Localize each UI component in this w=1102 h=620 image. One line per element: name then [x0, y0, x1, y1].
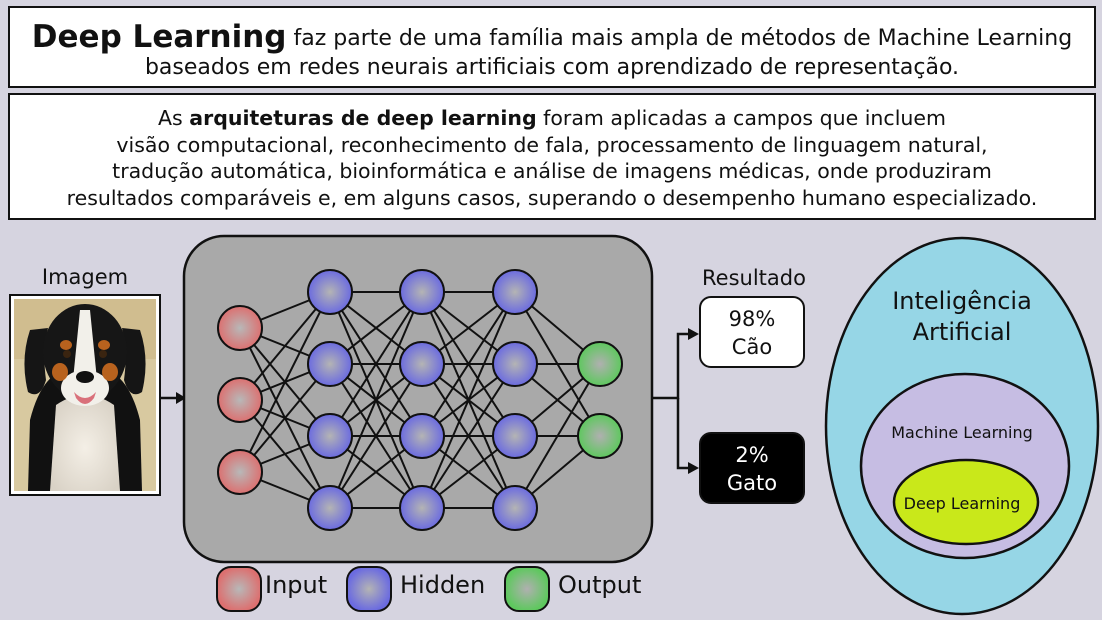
output-node [578, 342, 622, 386]
legend-hidden-label: Hidden [400, 571, 485, 599]
hidden-node [400, 414, 444, 458]
input-node [218, 306, 262, 350]
result-cat-percent: 2% [701, 441, 803, 469]
hidden-node [400, 486, 444, 530]
hidden-node [308, 486, 352, 530]
network-to-cat-arrow [678, 398, 690, 468]
venn-dl-label: Deep Learning [862, 494, 1062, 513]
hidden-node [308, 270, 352, 314]
dog-image [10, 295, 160, 495]
image-label: Imagem [10, 265, 160, 289]
legend-input-swatch [217, 567, 261, 611]
hidden-node [400, 270, 444, 314]
network-to-cat-arrowhead [688, 462, 699, 474]
result-dog-class: Cão [701, 333, 803, 361]
input-node [218, 378, 262, 422]
hidden-node [493, 342, 537, 386]
hidden-node [308, 414, 352, 458]
network-to-dog-arrowhead [688, 328, 699, 340]
result-dog-box: 98% Cão [699, 296, 805, 368]
output-node [578, 414, 622, 458]
hidden-node [400, 342, 444, 386]
result-dog-percent: 98% [701, 305, 803, 333]
legend-output-swatch [505, 567, 549, 611]
network-to-dog-arrow [652, 334, 690, 398]
hidden-node [308, 342, 352, 386]
venn-ml-label: Machine Learning [862, 423, 1062, 442]
input-node [218, 450, 262, 494]
hidden-node [493, 486, 537, 530]
result-label: Resultado [688, 266, 820, 290]
result-cat-box: 2% Gato [699, 432, 805, 504]
result-cat-class: Gato [701, 469, 803, 497]
venn-ai-label: Inteligência Artificial [862, 286, 1062, 348]
hidden-node [493, 414, 537, 458]
legend-output-label: Output [558, 571, 641, 599]
legend-input-label: Input [265, 571, 327, 599]
hidden-node [493, 270, 537, 314]
legend-hidden-swatch [347, 567, 391, 611]
